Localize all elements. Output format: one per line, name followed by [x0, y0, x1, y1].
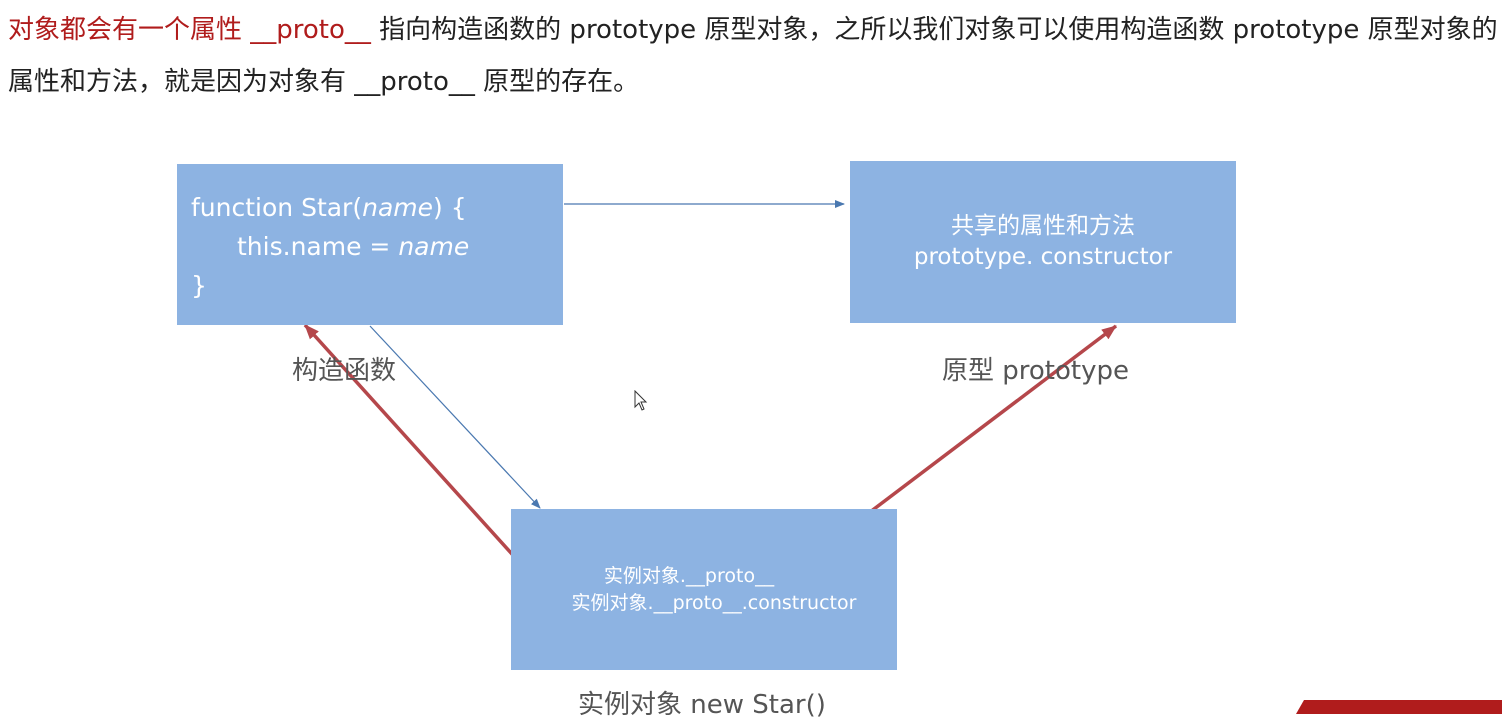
constructor-param: name — [362, 193, 433, 222]
corner-banner — [1296, 700, 1502, 714]
instance-box: 实例对象.__proto__ 实例对象.__proto__.constructo… — [511, 509, 897, 670]
intro-rest: 指向构造函数的 prototype 原型对象，之所以我们对象可以使用构造函数 p… — [8, 15, 1498, 97]
intro-paragraph: 对象都会有一个属性 __proto__ 指向构造函数的 prototype 原型… — [8, 4, 1498, 108]
instance-line-1: 实例对象.__proto__ — [603, 565, 775, 587]
intro-highlight: 对象都会有一个属性 __proto__ — [8, 15, 380, 45]
constructor-box: function Star(name) { this.name = name } — [177, 164, 563, 325]
constructor-line-3: } — [191, 271, 207, 300]
caption-constructor: 构造函数 — [292, 356, 397, 386]
constructor-value: name — [398, 232, 470, 261]
constructor-line-2: this.name = name — [237, 232, 470, 261]
mouse-pointer-icon — [634, 390, 648, 411]
prototype-line-1: 共享的属性和方法 — [951, 213, 1135, 239]
prototype-box: 共享的属性和方法 prototype. constructor — [850, 161, 1236, 323]
prototype-line-2: prototype. constructor — [913, 244, 1173, 270]
caption-prototype: 原型 prototype — [942, 356, 1129, 386]
constructor-line-1: function Star(name) { — [191, 193, 467, 222]
instance-line-2: 实例对象.__proto__.constructor — [571, 592, 857, 614]
caption-instance: 实例对象 new Star() — [578, 690, 826, 720]
